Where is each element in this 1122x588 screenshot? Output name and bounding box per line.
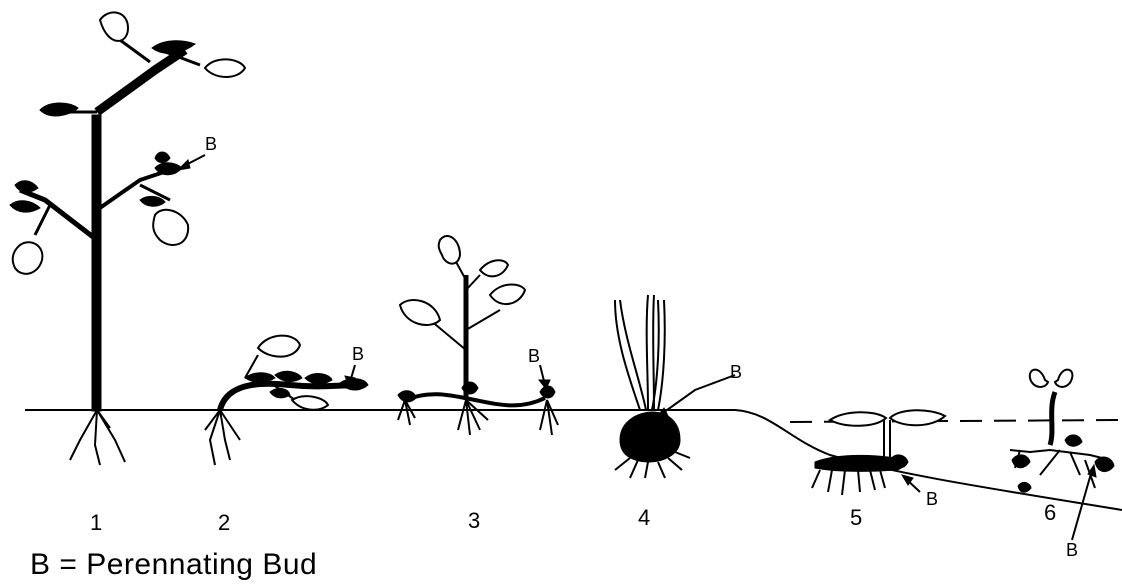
bud-label-1: B (205, 134, 217, 154)
plant-5-rhizome (812, 410, 945, 495)
ground-line (25, 410, 1122, 510)
bud-label-3: B (528, 346, 540, 366)
plant-number-3: 3 (468, 508, 480, 533)
plant-6-geophyte (1010, 370, 1114, 493)
bud-label-2: B (352, 344, 364, 364)
plant-number-4: 4 (638, 505, 650, 530)
plant-4-geophyte (615, 295, 690, 478)
bud-label-4: B (730, 362, 742, 382)
plant-number-1: 1 (90, 510, 102, 535)
plant-number-2: 2 (218, 510, 230, 535)
plant-number-5: 5 (850, 505, 862, 530)
legend: B = Perennating Bud (30, 548, 317, 582)
bud-label-5: B (926, 489, 938, 509)
plant-number-6: 6 (1044, 500, 1056, 525)
bud-label-6: B (1066, 540, 1078, 560)
plant-2-chamaephyte (205, 336, 368, 465)
plant-1-phanerophyte (10, 12, 245, 465)
plant-3-hemicryptophyte (398, 236, 558, 435)
